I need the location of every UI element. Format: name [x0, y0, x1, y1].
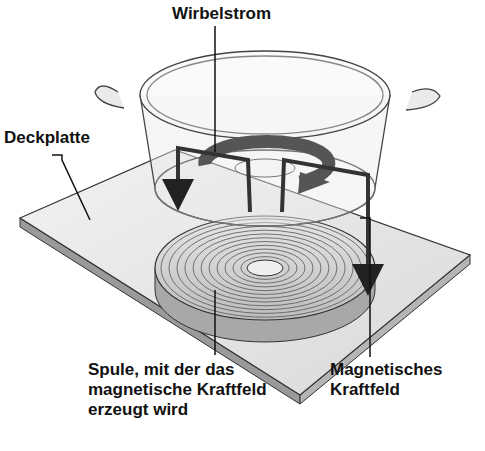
magnetic-field-lines	[178, 148, 368, 280]
coil-winding	[185, 230, 345, 306]
coil-winding	[169, 223, 361, 314]
field-label: Magnetisches Kraftfeld	[330, 360, 480, 400]
leader-lines	[52, 26, 370, 357]
coil-winding	[241, 257, 289, 280]
coil-winding	[161, 219, 369, 317]
coil-label: Spule, mit der das magnetische Kraftfeld…	[88, 360, 310, 420]
coil-winding	[201, 238, 329, 299]
eddy-current-arrow	[205, 141, 330, 194]
plate-label: Deckplatte	[4, 128, 124, 148]
current-label: Wirbelstrom	[172, 4, 312, 24]
pot	[95, 51, 440, 226]
coil-winding	[209, 242, 321, 295]
coil	[155, 216, 375, 342]
coil-winding	[233, 253, 297, 283]
coil-winding	[177, 226, 353, 309]
coil-winding	[225, 249, 305, 287]
coil-winding	[217, 245, 313, 290]
